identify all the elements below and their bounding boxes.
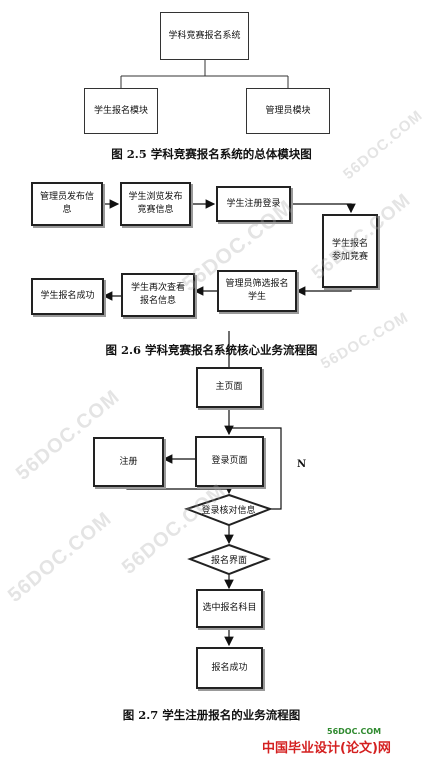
system-root-box: 学科竞赛报名系统 xyxy=(160,12,249,60)
login-page-box: 登录页面 xyxy=(195,436,264,487)
home-page-box: 主页面 xyxy=(196,367,262,408)
student-recheck-box: 学生再次查看报名信息 xyxy=(121,273,195,317)
fig27-flow-arrows xyxy=(126,331,282,647)
student-browse-box: 学生浏览发布竞赛信息 xyxy=(120,182,191,226)
fig27-caption: 图 2.7 学生注册报名的业务流程图 xyxy=(122,708,301,722)
fig25-caption: 图 2.5 学科竞赛报名系统的总体模块图 xyxy=(111,147,312,161)
no-branch-label: N xyxy=(297,459,307,470)
choose-subject-box: 选中报名科目 xyxy=(196,589,263,628)
verify-diamond xyxy=(184,493,273,527)
footer-brand: 中国毕业设计(论文)网 xyxy=(262,741,391,756)
fig25-tree-lines xyxy=(120,60,289,88)
signup-page-diamond-label: 报名界面 xyxy=(210,555,247,566)
verify-diamond-label: 登录核对信息 xyxy=(201,505,256,516)
admin-filter-box: 管理员筛选报名学生 xyxy=(217,270,297,312)
student-success-box: 学生报名成功 xyxy=(31,278,104,315)
student-module-box: 学生报名模块 xyxy=(84,88,158,134)
admin-publish-box: 管理员发布信息 xyxy=(31,182,103,226)
register-box: 注册 xyxy=(93,437,164,487)
fig26-caption: 图 2.6 学科竞赛报名系统核心业务流程图 xyxy=(105,343,318,357)
signup-page-diamond xyxy=(187,543,271,576)
student-apply-box: 学生报名参加竞赛 xyxy=(322,214,378,288)
footer-site: 56DOC.COM xyxy=(327,727,382,736)
admin-module-box: 管理员模块 xyxy=(246,88,330,134)
fig26-flow-arrows xyxy=(102,199,356,301)
signup-success-box: 报名成功 xyxy=(196,647,263,689)
student-register-login-box: 学生注册登录 xyxy=(216,186,291,222)
